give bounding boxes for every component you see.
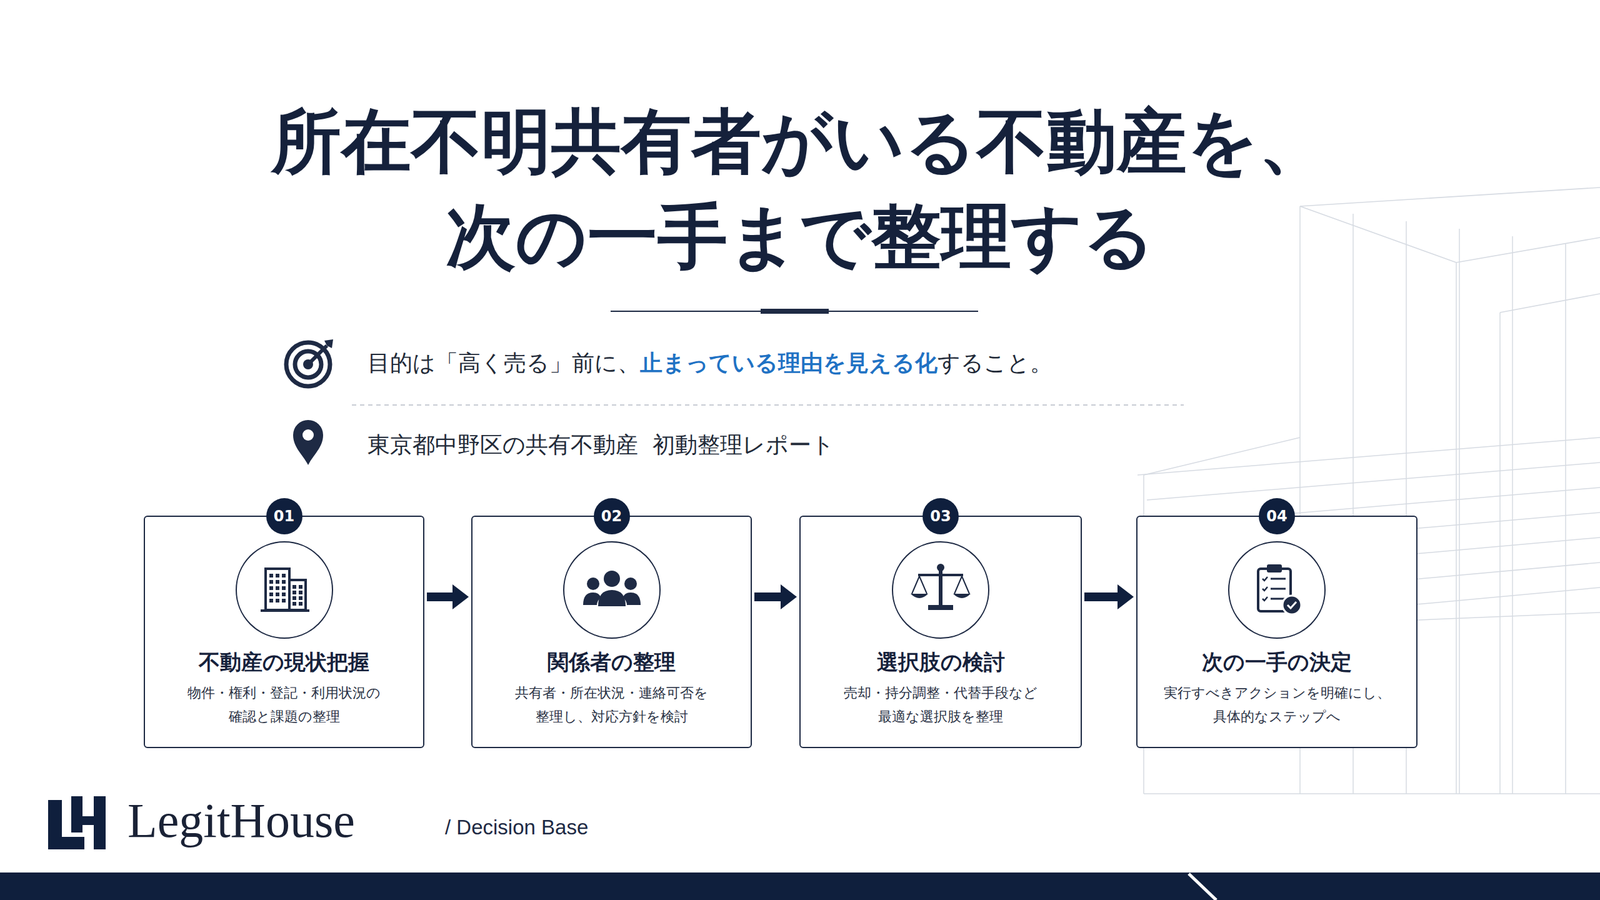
label-text: / Decision Base — [445, 815, 589, 839]
step-number: 04 — [1258, 498, 1295, 535]
step-number: 01 — [266, 498, 303, 535]
step-number: 03 — [922, 498, 959, 535]
footer-stripe — [1188, 873, 1217, 900]
title: 所在不明共有者がいる不動産を、 次の一手まで整理する — [143, 93, 1457, 284]
brand-subtitle-row: / Decision Base — [445, 815, 589, 840]
flow-arrow — [754, 592, 790, 602]
footer-bar — [0, 872, 1600, 900]
step-heading: 選択肢の検討 — [876, 649, 1005, 675]
step-number: 02 — [593, 498, 630, 535]
location-pin-icon — [293, 420, 324, 465]
highlight-text: 止まっている理由を見える化 — [640, 350, 938, 376]
clipboard-icon — [1226, 540, 1327, 640]
brand-name-row: LegitHouse — [127, 792, 355, 849]
dashed-separator — [351, 404, 1184, 406]
step-heading: 不動産の現状把握 — [198, 649, 370, 675]
flow-arrow — [1084, 592, 1127, 602]
label-text: すること。 — [937, 350, 1053, 376]
step-description: 共有者・所在状況・連絡可否を 整理し、対応方針を検討 — [497, 681, 726, 730]
step-description: 実行すべきアクションを明確にし、 具体的なステップへ — [1162, 681, 1391, 730]
scale-icon — [890, 540, 991, 640]
flow-arrow — [426, 592, 462, 602]
step-heading: 次の一手の決定 — [1201, 649, 1352, 675]
report-line-row: 東京都中野区の共有不動産 初動整理レポート — [367, 430, 835, 461]
label-text: 東京都中野区の共有不動産 初動整理レポート — [367, 431, 835, 458]
label-text: LegitHouse — [127, 793, 355, 848]
step-box: 02関係者の整理共有者・所在状況・連絡可否を 整理し、対応方針を検討 — [471, 515, 752, 749]
step-description: 物件・権利・登記・利用状況の 確認と課題の整理 — [170, 681, 399, 730]
step-box: 01不動産の現状把握物件・権利・登記・利用状況の 確認と課題の整理 — [143, 515, 425, 749]
building-icon — [234, 540, 335, 640]
step-box: 04次の一手の決定実行すべきアクションを明確にし、 具体的なステップへ — [1136, 515, 1418, 749]
logo-mark — [48, 796, 106, 850]
target-icon — [286, 339, 334, 387]
step-heading: 関係者の整理 — [547, 649, 676, 675]
purpose-line-row: 目的は「高く売る」前に、止まっている理由を見える化すること。 — [367, 348, 1053, 379]
step-box: 03選択肢の検討売却・持分調整・代替手段など 最適な選択肢を整理 — [799, 515, 1082, 749]
people-icon — [561, 540, 662, 640]
divider-accent — [760, 308, 829, 314]
label-text: 目的は「高く売る」前に、 — [367, 350, 640, 376]
step-description: 売却・持分調整・代替手段など 最適な選択肢を整理 — [826, 681, 1055, 730]
